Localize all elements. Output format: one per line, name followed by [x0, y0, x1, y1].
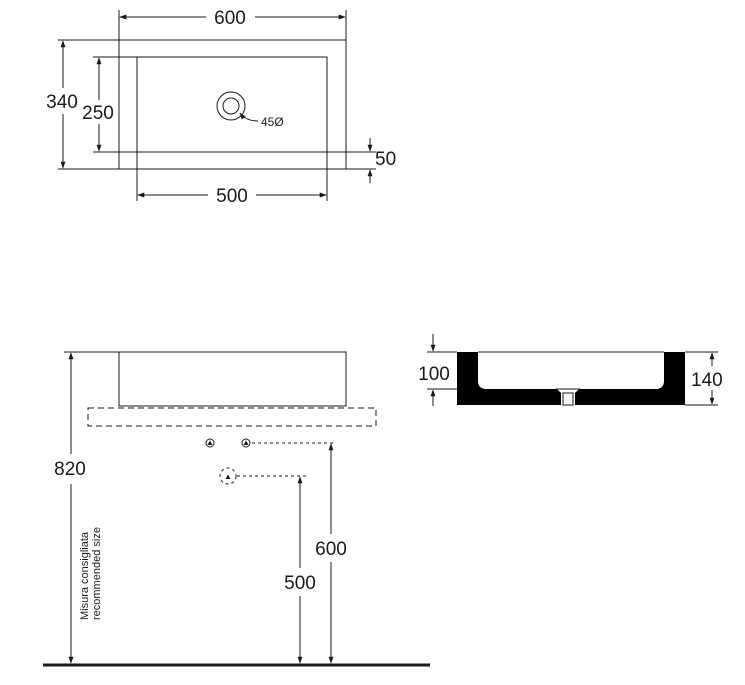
drain-diameter-label: 45Ø [261, 115, 284, 129]
dim-rim-offset: 50 [375, 149, 396, 170]
supply-valve-right [241, 438, 251, 448]
recommended-size-note-it: Misura consigliata [79, 531, 91, 620]
dim-basin-depth: 250 [82, 103, 114, 124]
dim-supply-height: 600 [315, 539, 347, 560]
drain-outlet [562, 392, 574, 406]
countertop-outline [87, 407, 377, 427]
drain-trap [219, 467, 237, 485]
dim-drain-height: 500 [284, 573, 316, 594]
dim-basin-width: 500 [216, 186, 248, 207]
dim-overall-width: 600 [214, 8, 246, 29]
recommended-size-note-en: recommended size [91, 527, 103, 620]
drain-outer-circle [216, 91, 246, 121]
basin-outer-outline [118, 39, 347, 170]
drain-inner-circle [222, 97, 240, 115]
dim-inner-depth: 100 [418, 364, 450, 385]
drain-leader [239, 112, 259, 122]
basin-section-solid [457, 352, 561, 405]
dim-overall-depth: 340 [46, 92, 78, 113]
basin-section-solid-right [575, 352, 685, 405]
front-view: 820 Misura consigliata recommended size … [43, 351, 430, 667]
basin-inner-outline [136, 56, 328, 153]
dim-outer-height: 140 [691, 370, 723, 391]
dim-top-height: 820 [54, 459, 86, 480]
section-view: 100 140 [418, 334, 723, 406]
basin-front-outline [118, 351, 347, 407]
supply-valve-left [205, 438, 215, 448]
top-view: 45Ø 600 340 250 500 50 [46, 8, 396, 207]
